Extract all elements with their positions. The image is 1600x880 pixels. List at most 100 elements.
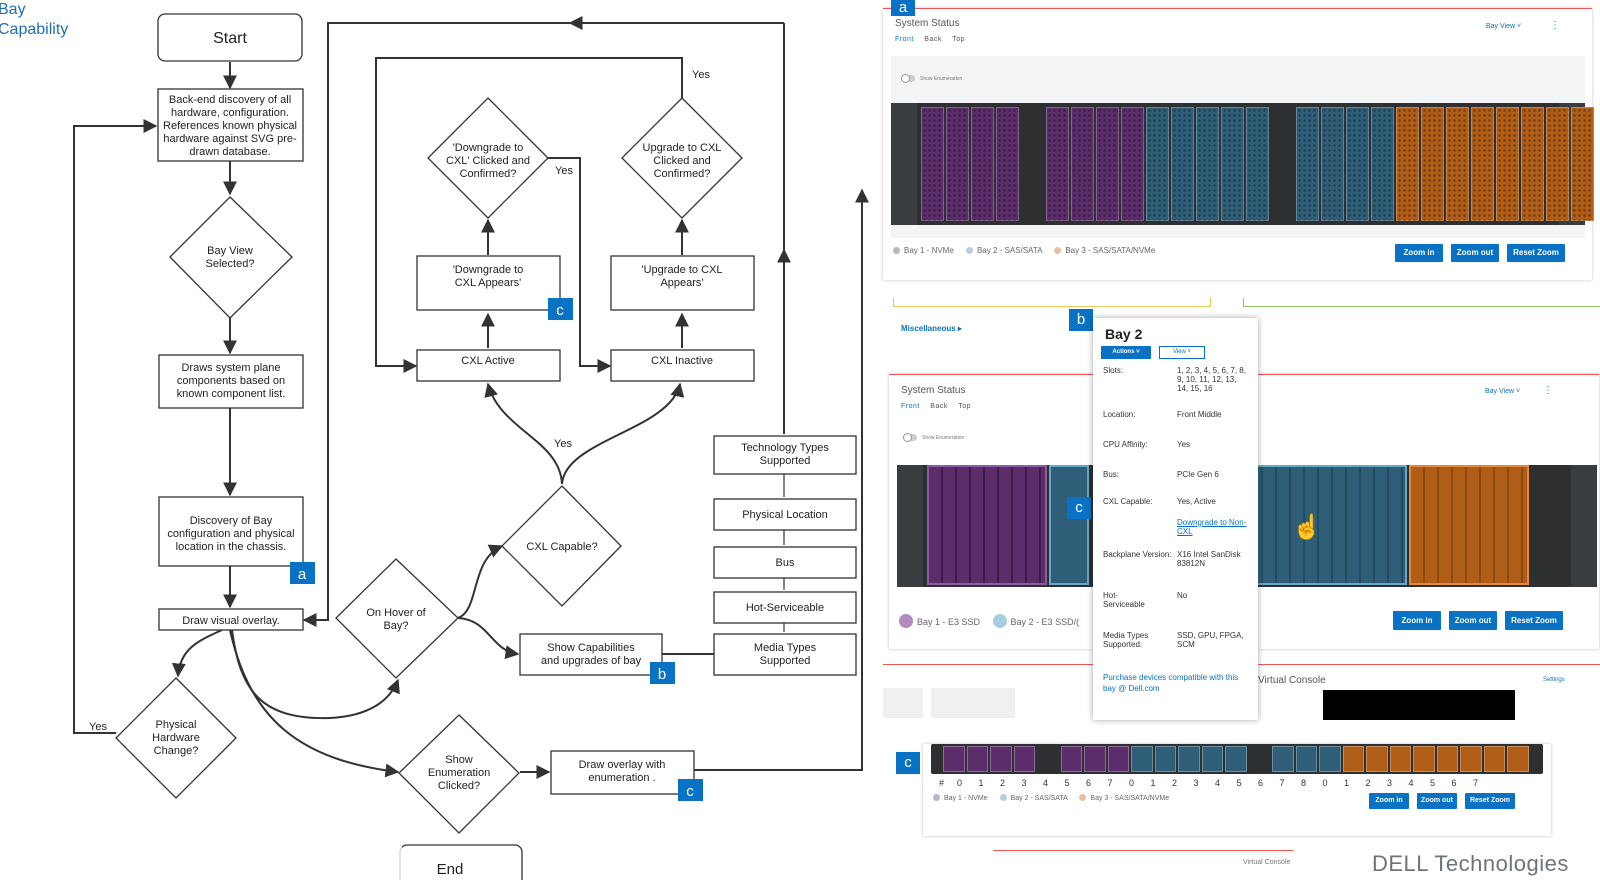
kebab-menu-icon[interactable]: ⋮ [1550, 20, 1560, 31]
pointer-hand-icon: ☝ [1292, 514, 1322, 541]
drive-slot[interactable] [1246, 107, 1269, 221]
drive-slot[interactable] [1272, 746, 1294, 772]
zoom-out-button[interactable]: Zoom out [1449, 611, 1497, 630]
drive-slot[interactable] [943, 746, 965, 772]
drive-slot[interactable] [1107, 746, 1129, 772]
drive-slot[interactable] [1496, 107, 1519, 221]
drive-slot[interactable] [1096, 107, 1119, 221]
tab-back[interactable]: Back [924, 36, 942, 43]
drive-slot[interactable] [1201, 746, 1223, 772]
drive-slot[interactable] [1396, 107, 1419, 221]
tab-top[interactable]: Top [958, 403, 971, 410]
drive-slot[interactable] [1371, 107, 1394, 221]
drive-slot[interactable] [1013, 746, 1035, 772]
kebab-menu-icon[interactable]: ⋮ [1543, 385, 1553, 396]
enum-number: 0 [957, 778, 963, 788]
bay1-block[interactable] [927, 465, 1047, 585]
drive-slot[interactable] [921, 107, 944, 221]
drive-slot[interactable] [1131, 746, 1153, 772]
bay2-block-left[interactable] [1049, 465, 1089, 585]
drive-slot[interactable] [1507, 746, 1529, 772]
drive-slot[interactable] [1060, 746, 1082, 772]
legend-bay1: Bay 1 - E3 SSD [917, 617, 981, 627]
drive-slot[interactable] [1121, 107, 1144, 221]
drive-slot[interactable] [1436, 746, 1458, 772]
show-enumeration-toggle[interactable] [901, 74, 915, 83]
drive-slot[interactable] [1521, 107, 1544, 221]
drive-slot[interactable] [1346, 107, 1369, 221]
tag-a-flow [290, 562, 315, 584]
drive-slot[interactable] [1071, 107, 1094, 221]
enum-number: 5 [1064, 778, 1070, 788]
drive-slot[interactable] [971, 107, 994, 221]
phys-loc-text: Physical Location [742, 509, 828, 521]
drive-slot[interactable] [1342, 746, 1364, 772]
drive-slot[interactable] [1413, 746, 1435, 772]
virtual-console-title: Virtual Console [1258, 675, 1326, 686]
settings-link[interactable]: Settings [1543, 677, 1565, 683]
drive-slot[interactable] [1178, 746, 1200, 772]
tab-front[interactable]: Front [895, 36, 914, 43]
drive-slot[interactable] [1319, 746, 1341, 772]
dell-technologies-logo: DELL Technologies [1372, 851, 1569, 876]
enum-number: 5 [1236, 778, 1242, 788]
show-enumeration-toggle[interactable] [903, 433, 917, 442]
downgrade-text: CXL' Clicked and [446, 155, 530, 167]
upgrade-text: Confirmed? [654, 168, 711, 180]
tab-front[interactable]: Front [901, 403, 920, 410]
zoom-in-button[interactable]: Zoom in [1395, 244, 1443, 262]
bay2-block-right[interactable] [1247, 465, 1407, 585]
drive-slot[interactable] [1196, 107, 1219, 221]
drive-slot[interactable] [966, 746, 988, 772]
drive-slot[interactable] [1460, 746, 1482, 772]
drive-slot[interactable] [1296, 107, 1319, 221]
drive-slot[interactable] [1084, 746, 1106, 772]
reset-zoom-button[interactable]: Reset Zoom [1505, 611, 1563, 630]
bay3-block[interactable] [1409, 465, 1529, 585]
reset-zoom-button[interactable]: Reset Zoom [1465, 793, 1515, 809]
drive-slot[interactable] [1546, 107, 1569, 221]
drive-slot[interactable] [1146, 107, 1169, 221]
drive-slot[interactable] [1571, 107, 1594, 221]
drive-slot[interactable] [1225, 746, 1247, 772]
drive-slot[interactable] [1295, 746, 1317, 772]
discovery-text: hardware against SVG pre- [163, 133, 297, 145]
enum-number: 2 [1365, 778, 1371, 788]
on-hover-text: On Hover of [366, 607, 426, 619]
drive-slot[interactable] [1171, 107, 1194, 221]
drive-slot[interactable] [946, 107, 969, 221]
zoom-in-button[interactable]: Zoom in [1369, 793, 1409, 809]
drive-slot[interactable] [990, 746, 1012, 772]
view-button[interactable]: View ˅ [1159, 346, 1205, 359]
drive-slot[interactable] [1421, 107, 1444, 221]
tab-top[interactable]: Top [952, 36, 965, 43]
zoom-in-button[interactable]: Zoom in [1393, 611, 1441, 630]
reset-zoom-button[interactable]: Reset Zoom [1507, 244, 1565, 262]
drive-slot[interactable] [1483, 746, 1505, 772]
discovery-text: Back-end discovery of all [169, 94, 291, 106]
zoom-out-button[interactable]: Zoom out [1451, 244, 1499, 262]
drive-slot[interactable] [1221, 107, 1244, 221]
drive-slot[interactable] [1389, 746, 1411, 772]
zoom-out-button[interactable]: Zoom out [1417, 793, 1457, 809]
drive-slot[interactable] [1321, 107, 1344, 221]
drive-slot[interactable] [1154, 746, 1176, 772]
chassis-b: ☝ [897, 465, 1597, 587]
drive-slot[interactable] [1046, 107, 1069, 221]
drive-slot[interactable] [1446, 107, 1469, 221]
drive-slot[interactable] [996, 107, 1019, 221]
bay-view-dropdown[interactable]: Bay View ˅ [1485, 388, 1521, 395]
actions-button[interactable]: Actions ˅ [1101, 346, 1151, 359]
downgrade-link[interactable]: Downgrade to Non-CXL [1177, 518, 1247, 536]
bay-view-dropdown[interactable]: Bay View ˅ [1486, 23, 1522, 30]
drive-slot[interactable] [1471, 107, 1494, 221]
bay-view-text: Selected? [206, 258, 255, 270]
purchase-link[interactable]: Purchase devices compatible with this ba… [1103, 673, 1239, 693]
upgrade-appears-text: 'Upgrade to CXL [642, 264, 723, 276]
mini-card [931, 688, 1015, 718]
tab-back[interactable]: Back [930, 403, 948, 410]
drive-slot[interactable] [1366, 746, 1388, 772]
miscellaneous-link[interactable]: Miscellaneous ▸ [901, 324, 962, 333]
